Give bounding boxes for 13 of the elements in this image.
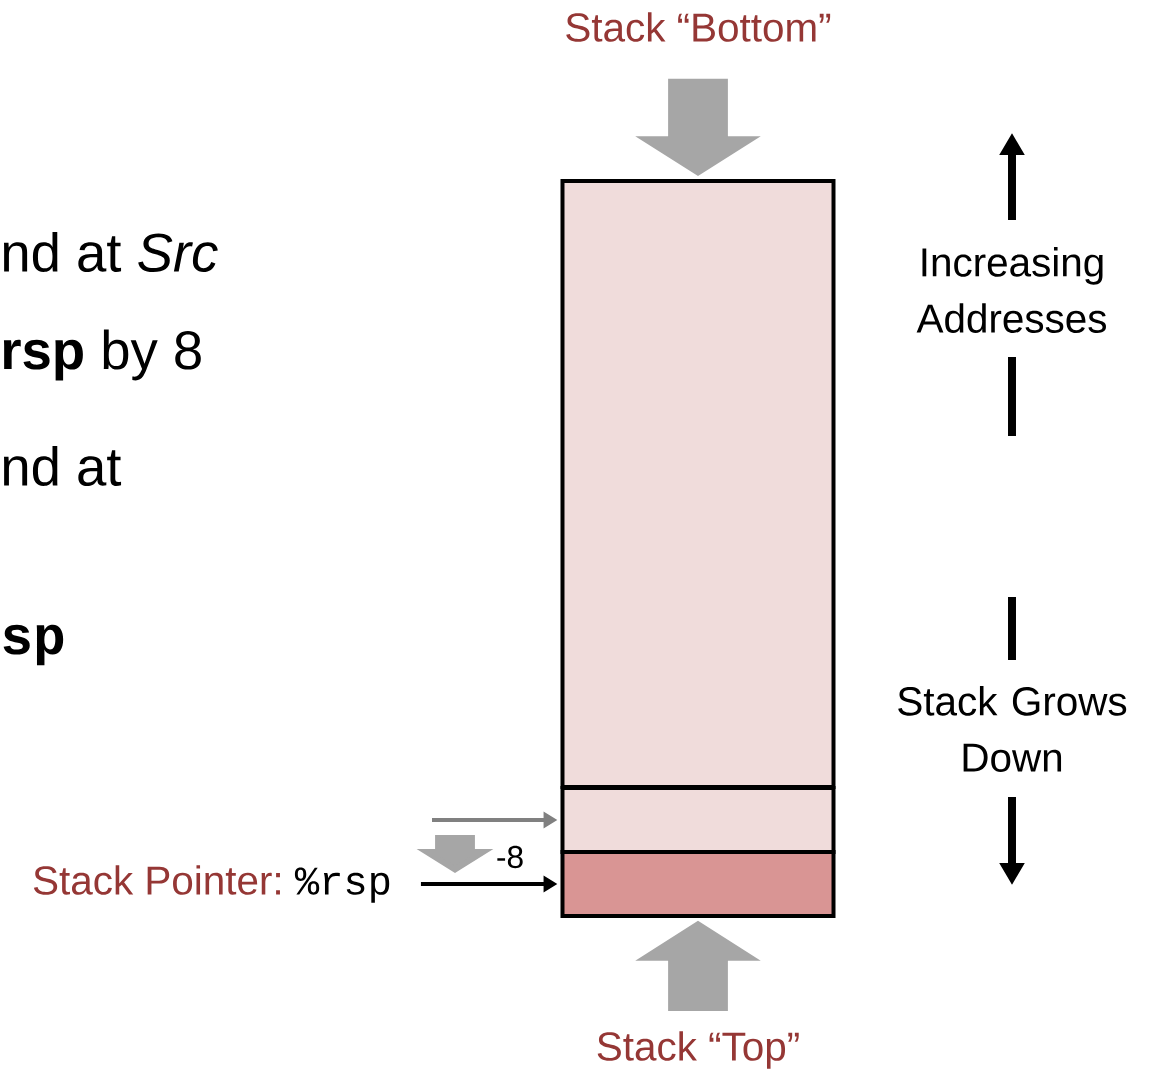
- stack-label: Stack Pointer: %rsp: [33, 865, 390, 903]
- stack-label: Stack “Bottom”: [566, 12, 831, 42]
- block-arrow: [635, 920, 761, 1012]
- stack-label: Stack “Top”: [597, 1031, 799, 1069]
- text-label: nd at Src: [3, 231, 218, 272]
- text-label: rsp by 8: [3, 329, 201, 381]
- block-arrow: [635, 78, 761, 177]
- text-label: Increasing Addresses: [916, 247, 1106, 333]
- text-label: nd at: [3, 445, 122, 486]
- stack-frame-box: [560, 850, 836, 918]
- text-label: sp: [3, 624, 64, 666]
- number-label: -8: [497, 845, 523, 869]
- text-label: Stack Grows Down: [898, 686, 1127, 772]
